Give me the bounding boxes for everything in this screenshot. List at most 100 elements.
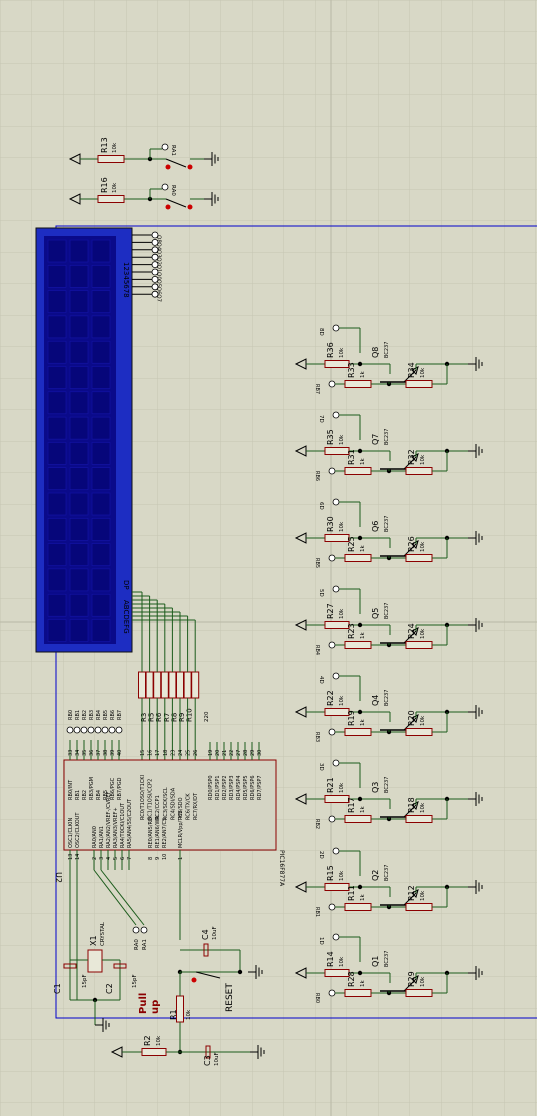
resistor-ref: R33 bbox=[347, 362, 356, 378]
digit-label: 8D bbox=[318, 328, 324, 336]
resistor-ref: R22 bbox=[326, 690, 335, 706]
digit-label: 3D bbox=[318, 763, 324, 771]
switch-contact bbox=[191, 977, 197, 983]
porta-label: RA4/T0CKI/C1OUT bbox=[120, 802, 126, 848]
lcd-pin-node bbox=[151, 275, 159, 283]
ground-symbol bbox=[468, 705, 483, 719]
lcd-cell bbox=[47, 543, 67, 566]
transistor-ref: Q8 bbox=[371, 347, 380, 358]
portc-label: RC0/T1OSO/T1CKI bbox=[140, 775, 146, 820]
emitter-arrow bbox=[411, 714, 419, 723]
pin-number: 38 bbox=[103, 750, 109, 756]
lcd-module[interactable]: 12345678 DP ABCDEFG bbox=[35, 227, 133, 653]
pin-number: 10 bbox=[162, 854, 168, 860]
portb-label: RB7/PGD bbox=[117, 777, 123, 800]
transistor-ref: Q7 bbox=[371, 434, 380, 445]
crystal-label: CRYSTAL bbox=[100, 921, 106, 946]
resistor-ref: R14 bbox=[326, 951, 335, 967]
digit-node bbox=[332, 585, 340, 593]
pack-ref: R9 bbox=[178, 713, 186, 722]
crystal-body bbox=[87, 949, 103, 973]
r2-resistor bbox=[141, 1048, 167, 1056]
portd-label: RD1/PSP1 bbox=[215, 775, 221, 800]
rb-net: RB5 bbox=[314, 558, 320, 568]
rb-node bbox=[328, 380, 336, 388]
pin-number: 23 bbox=[170, 750, 176, 756]
pulldown-resistor bbox=[405, 728, 433, 736]
pack-ref: R6 bbox=[155, 712, 163, 722]
junction-dot bbox=[357, 535, 363, 541]
lcd-dp-label: DP bbox=[122, 580, 130, 590]
digit-label: 2D bbox=[318, 851, 324, 859]
ground-symbol bbox=[468, 531, 483, 545]
portc-label: RC3/SCK/SCL bbox=[163, 787, 169, 820]
transistor-ref: Q2 bbox=[371, 870, 380, 881]
digit-node bbox=[332, 847, 340, 855]
rb-node bbox=[328, 989, 336, 997]
lcd-bus-wires bbox=[132, 591, 196, 760]
ground-symbol bbox=[468, 880, 483, 894]
ground-symbol bbox=[204, 152, 219, 166]
resistor-value: 10k bbox=[339, 870, 345, 881]
wire bbox=[100, 869, 145, 926]
resistor-ref: R27 bbox=[326, 603, 335, 619]
rb-node bbox=[328, 554, 336, 562]
digit-node bbox=[332, 759, 340, 767]
lcd-cell bbox=[69, 340, 89, 364]
portd-label: RD7/PSP7 bbox=[257, 775, 263, 800]
ground-symbol bbox=[250, 1045, 265, 1059]
portd-label: RD0/PSP0 bbox=[208, 775, 214, 800]
emitter-arrow bbox=[411, 801, 419, 810]
resistor-value: 1k bbox=[360, 980, 366, 987]
ground-symbol bbox=[468, 444, 483, 458]
rb-net: RB2 bbox=[314, 819, 320, 829]
lcd-cell bbox=[91, 290, 111, 313]
lcd-pin-node bbox=[151, 268, 159, 276]
lcd-pin-label: Q5 bbox=[156, 279, 162, 287]
rb-net: RB0 bbox=[314, 993, 320, 1003]
pin-number: 25 bbox=[186, 750, 192, 756]
lcd-pin-node bbox=[151, 290, 159, 298]
base-resistor bbox=[344, 903, 372, 911]
switch-blade bbox=[195, 971, 221, 979]
lcd-cell bbox=[69, 391, 89, 415]
portb-label: RB3/PGM bbox=[89, 777, 95, 800]
portb-label: RB2 bbox=[82, 790, 88, 800]
pin-number: 28 bbox=[243, 750, 249, 756]
switch-contact bbox=[187, 164, 193, 170]
pic-microcontroller[interactable]: RB033RB0/INTRB134RB1RB235RB2RB336RB3/PGM… bbox=[63, 710, 277, 940]
pin-number: 8 bbox=[148, 857, 154, 860]
digit-node bbox=[332, 324, 340, 332]
resistor-ref: R17 bbox=[347, 797, 356, 813]
portd-label: RD3/PSP3 bbox=[229, 775, 235, 800]
pin-number: 4 bbox=[106, 857, 112, 860]
cap-value: 10uF bbox=[212, 926, 218, 940]
pack-ref: R3 bbox=[140, 713, 148, 722]
base-resistor bbox=[344, 989, 372, 997]
portb-net: RB0 bbox=[68, 710, 74, 720]
emitter-arrow bbox=[411, 889, 419, 898]
lcd-cell bbox=[91, 568, 111, 592]
porta-label: RA0/AN0 bbox=[92, 826, 98, 848]
portb-net: RB2 bbox=[82, 710, 88, 720]
portb-net: RB7 bbox=[117, 710, 123, 720]
rb-net: RB1 bbox=[314, 907, 320, 917]
lcd-pin-label: Q8 bbox=[156, 235, 162, 243]
lcd-cell bbox=[47, 315, 67, 339]
collector-resistor bbox=[324, 534, 350, 542]
pullup-text: Pull bbox=[138, 993, 149, 1014]
transistor-ref: Q3 bbox=[371, 782, 380, 793]
lcd-cell bbox=[47, 366, 67, 389]
pin-number: 21 bbox=[222, 750, 228, 756]
junction-dot bbox=[357, 709, 363, 715]
pulldown-resistor bbox=[405, 554, 433, 562]
portc-label: RC6/TX/CK bbox=[186, 793, 192, 820]
portb-label: RB0/INT bbox=[68, 779, 74, 800]
pin-number: 16 bbox=[148, 750, 154, 756]
pic-part: PIC16F877A bbox=[278, 850, 285, 887]
pack-resistor bbox=[168, 671, 177, 699]
